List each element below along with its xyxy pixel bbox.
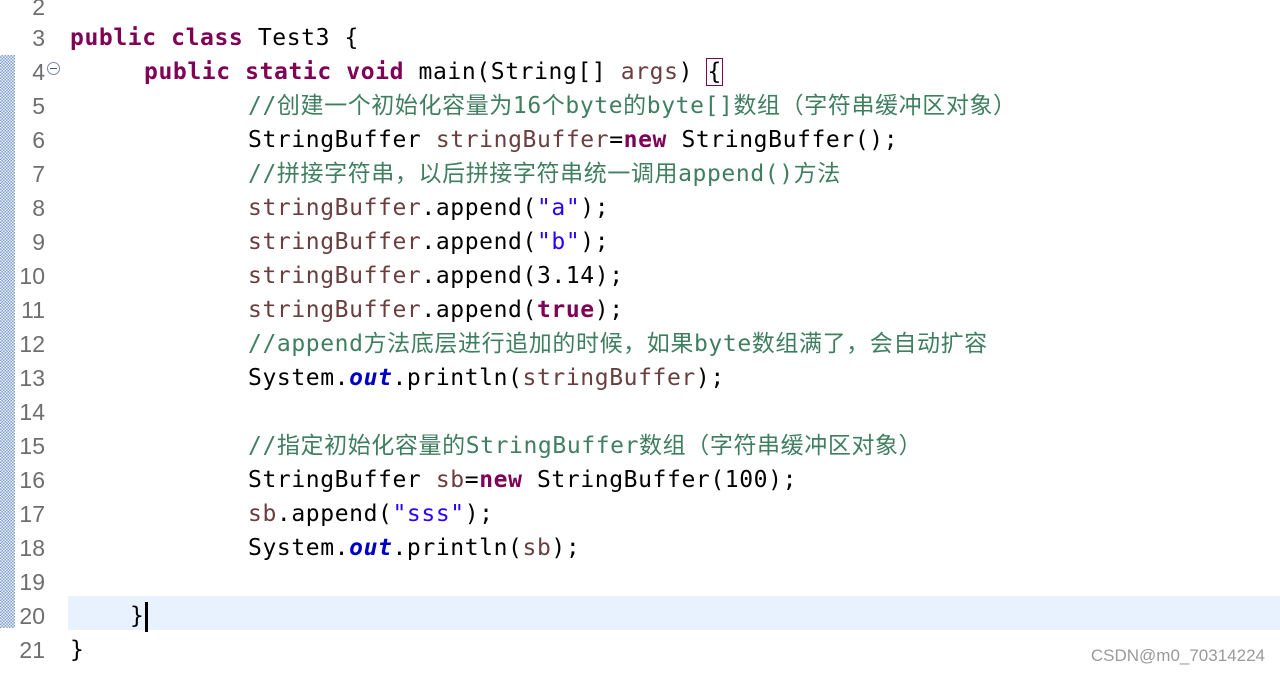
line-number-18: 18 [19,535,45,561]
closing-brace: } [70,637,85,663]
code-text: .println( [392,365,523,391]
comment: //指定初始化容量的StringBuffer数组（字符串缓冲区对象） [248,433,923,459]
local-variable: sb [435,467,465,493]
local-variable: stringBuffer [248,263,422,289]
comment: //创建一个初始化容量为16个byte的byte[]数组（字符串缓冲区对象） [248,93,1017,119]
code-line-20[interactable]: } [130,599,149,633]
change-ruler [0,55,15,628]
code-text: Test3 { [243,25,359,51]
code-line-16[interactable]: StringBuffer sb=new StringBuffer(100); [248,463,797,497]
code-line-17[interactable]: sb.append("sss"); [248,497,494,531]
code-line-7[interactable]: //拼接字符串，以后拼接字符串统一调用append()方法 [248,157,841,191]
code-text: .println( [392,535,523,561]
line-number-gutter [15,0,65,673]
matching-brace: { [706,58,723,86]
line-number-8: 8 [32,195,45,221]
keyword: public static void [144,59,405,85]
code-text: .append( [421,229,537,255]
string-literal: "a" [536,195,581,221]
code-text: StringBuffer [248,127,436,153]
code-line-5[interactable]: //创建一个初始化容量为16个byte的byte[]数组（字符串缓冲区对象） [248,89,1017,123]
code-text: ); [580,229,610,255]
comment: //append方法底层进行追加的时候，如果byte数组满了，会自动扩容 [248,331,988,357]
fold-collapse-icon[interactable] [47,62,60,75]
line-number-17: 17 [19,501,45,527]
parameter-name: args [620,59,679,85]
code-text: ); [580,195,610,221]
line-number-11: 11 [21,297,45,323]
closing-brace: } [130,603,145,629]
code-line-3[interactable]: public class Test3 { [70,21,359,55]
code-text: System. [248,365,350,391]
line-number-9: 9 [32,229,45,255]
line-number-4: 4 [32,59,45,85]
code-line-8[interactable]: stringBuffer.append("a"); [248,191,609,225]
local-variable: stringBuffer [248,297,422,323]
text-caret [145,601,149,632]
local-variable: sb [248,501,277,527]
line-number-2: 2 [32,0,45,20]
code-text: ); [551,535,581,561]
keyword: new [479,467,523,493]
local-variable: stringBuffer [522,365,696,391]
keyword: true [536,297,595,323]
code-line-9[interactable]: stringBuffer.append("b"); [248,225,609,259]
code-line-18[interactable]: System.out.println(sb); [248,531,580,565]
code-text: ) [678,59,708,85]
code-line-15[interactable]: //指定初始化容量的StringBuffer数组（字符串缓冲区对象） [248,429,922,463]
operator: = [609,127,624,153]
current-line-highlight [68,596,1280,630]
code-line-11[interactable]: stringBuffer.append(true); [248,293,624,327]
local-variable: stringBuffer [435,127,610,153]
code-line-6[interactable]: StringBuffer stringBuffer=new StringBuff… [248,123,898,157]
code-line-13[interactable]: System.out.println(stringBuffer); [248,361,725,395]
line-number-3: 3 [32,25,45,51]
code-text: StringBuffer(); [667,127,899,153]
code-line-21[interactable]: } [70,633,84,667]
static-field: out [349,535,393,561]
code-line-12[interactable]: //append方法底层进行追加的时候，如果byte数组满了，会自动扩容 [248,327,988,361]
code-text: ); [464,501,494,527]
code-text: ); [695,365,725,391]
code-text: .append( [421,297,537,323]
keyword: new [623,127,667,153]
line-number-10: 10 [19,263,45,289]
line-number-20: 20 [19,603,45,629]
code-text: ); [594,297,624,323]
local-variable: stringBuffer [248,229,422,255]
code-text: .append(3.14); [421,263,624,289]
operator: = [464,467,480,493]
line-number-6: 6 [32,127,45,153]
line-number-19: 19 [19,569,45,595]
code-text: StringBuffer [248,467,436,493]
code-text: .append( [276,501,393,527]
string-literal: "b" [536,229,581,255]
code-text: main(String[] [404,59,621,85]
line-number-16: 16 [19,467,45,493]
line-number-7: 7 [32,161,45,187]
local-variable: sb [522,535,552,561]
code-line-4[interactable]: public static void main(String[] args) { [144,55,723,89]
line-number-15: 15 [19,433,45,459]
local-variable: stringBuffer [248,195,422,221]
line-number-13: 13 [19,365,45,391]
code-text: System. [248,535,350,561]
line-number-14: 14 [19,399,45,425]
code-line-10[interactable]: stringBuffer.append(3.14); [248,259,624,293]
line-number-12: 12 [19,331,45,357]
code-text: .append( [421,195,537,221]
comment: //拼接字符串，以后拼接字符串统一调用append()方法 [248,161,841,187]
line-number-5: 5 [32,93,45,119]
code-text: StringBuffer(100); [522,467,798,493]
keyword: public class [70,25,244,51]
string-literal: "sss" [392,501,465,527]
watermark: CSDN@m0_70314224 [1090,646,1265,665]
line-number-21: 21 [19,637,45,663]
static-field: out [349,365,393,391]
